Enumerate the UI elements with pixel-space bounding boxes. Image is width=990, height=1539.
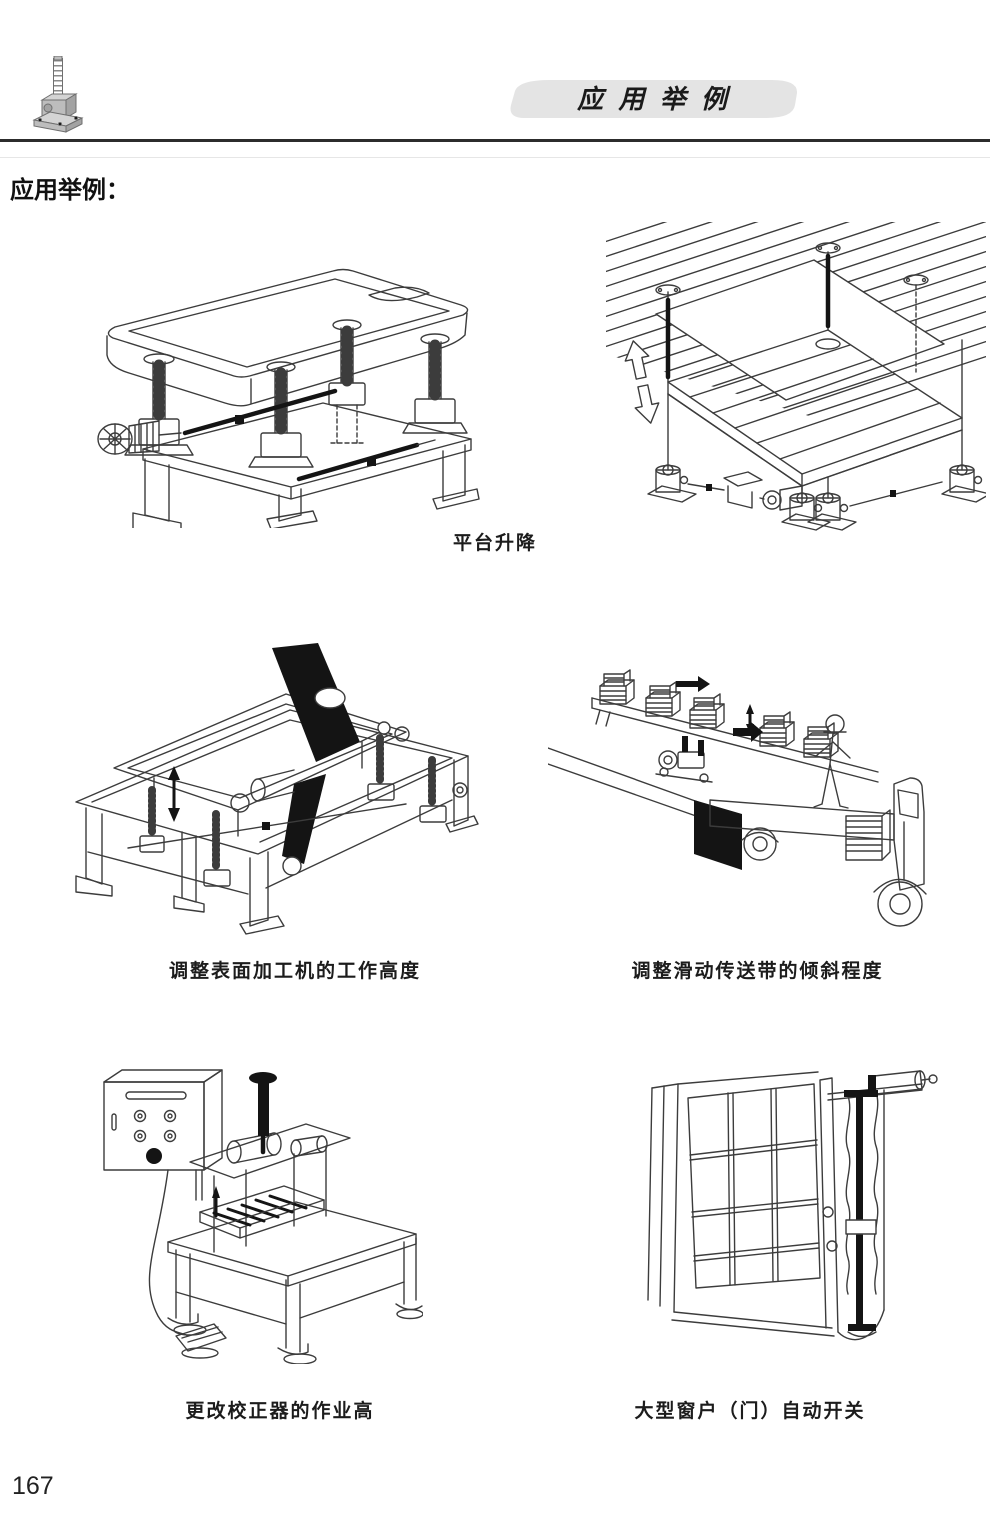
hanger-rods [655, 242, 963, 419]
fabric-sheet [250, 643, 391, 876]
adjusting-screws [127, 734, 468, 887]
page-number: 167 [12, 1472, 54, 1500]
curtain-panel [819, 1077, 885, 1341]
figure-automatic-window [622, 1060, 957, 1370]
figure-platform-lift-table [85, 243, 480, 528]
figure-suspended-platform [606, 222, 986, 554]
caption-surface-machine: 调整表面加工机的工作高度 [168, 961, 421, 982]
foot-pedal [175, 1323, 227, 1359]
arrows [676, 676, 763, 742]
control-box [103, 1069, 223, 1201]
section-banner: 应 用 举 例 [506, 78, 802, 120]
conveyor [591, 669, 879, 783]
caption-platform-lift: 平台升降 [452, 533, 537, 554]
floor-jacks [647, 393, 986, 531]
pedal-cable [148, 1169, 189, 1337]
drive-motor [97, 420, 182, 455]
caption-conveyor-tilt: 调整滑动传送带的倾斜程度 [631, 961, 884, 982]
worker [813, 714, 851, 809]
platform-deck [667, 329, 963, 487]
tilting-frame [113, 693, 410, 837]
figure-corrector-machine [98, 1066, 423, 1364]
screw-jack-icon [32, 55, 84, 138]
caption-corrector-height: 更改校正器的作业高 [185, 1401, 375, 1422]
work-table [167, 1201, 423, 1364]
header-rule-light [0, 157, 990, 158]
window-grid [689, 1088, 820, 1286]
banner-title: 应 用 举 例 [576, 84, 732, 114]
figure-surface-processing-machine [62, 640, 482, 945]
press-head [189, 1072, 351, 1253]
height-arrow [168, 766, 180, 822]
header-rule [0, 139, 990, 142]
machine-table [75, 709, 479, 935]
ceiling-opening [655, 259, 945, 401]
support-frame [132, 402, 480, 528]
page-title: 应用举例： [10, 177, 130, 204]
caption-window-switch: 大型窗户（门）自动开关 [634, 1401, 866, 1422]
window-frame [647, 1071, 835, 1337]
tilt-jack-unit [655, 736, 713, 783]
truck [709, 777, 927, 927]
drive-shafts [182, 388, 436, 482]
banner-shape [510, 80, 798, 118]
screw-actuator [822, 1070, 938, 1338]
loading-dock [548, 747, 742, 870]
up-down-arrows [624, 340, 660, 424]
screw-jacks [124, 319, 468, 468]
figure-truck-conveyor [548, 652, 976, 948]
